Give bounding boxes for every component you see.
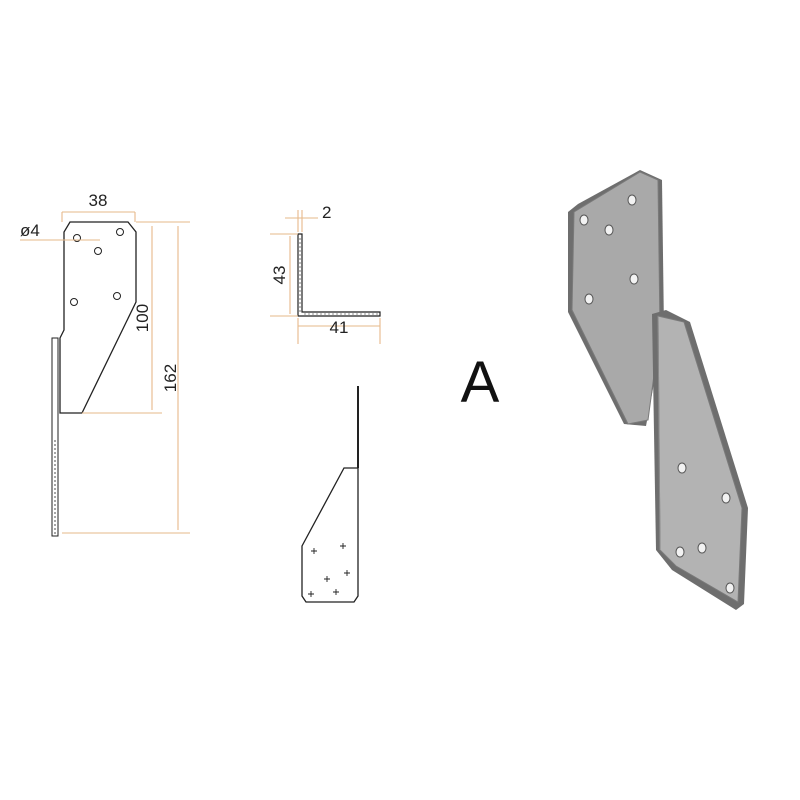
dim-hole-diameter: ø4 [20,221,40,240]
front-hole-4 [113,292,121,300]
dim-thickness: 2 [322,203,331,222]
dim-flange-width: 41 [330,318,349,337]
front-view-outline [59,221,137,414]
angle-profile [297,233,381,317]
render-holes-lower [675,462,735,594]
render-holes-upper [579,194,639,305]
front-hole-2 [116,228,124,236]
side-view-outline [301,467,359,603]
front-view: 38 ø4 100 162 [20,191,190,537]
front-view-flange-strip [51,337,59,537]
dim-flange-height: 43 [270,266,289,285]
front-hole-3 [94,247,102,255]
variant-label: A [461,350,500,415]
dim-height-partial: 100 [133,304,152,332]
side-view [301,386,359,603]
dim-height-total: 162 [161,364,180,392]
front-hole-5 [70,298,78,306]
section-view: 2 43 41 [270,203,381,344]
side-view-holes [308,543,350,597]
isometric-render [568,170,748,610]
dim-width-top: 38 [89,191,108,210]
